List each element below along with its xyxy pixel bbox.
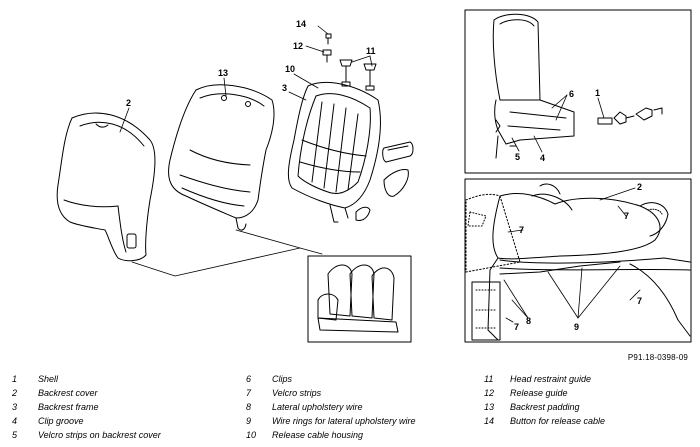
callout-inset-top: 5 [515, 152, 520, 162]
callout-main: 14 [296, 19, 306, 29]
legend-number: 6 [246, 374, 252, 384]
callout-main: 12 [293, 41, 303, 51]
top-inset-leader-lines [511, 94, 605, 153]
legend-column-3: 11 Head restraint guide 12 Release guide 1… [484, 372, 605, 428]
legend-column-2: 6 Clips 7 Velcro strips 8 Lateral upholster… [246, 372, 415, 442]
callout-inset-top: 6 [569, 89, 574, 99]
legend-description: Head restraint guide [510, 374, 592, 384]
callout-labels: 2 13 3 10 14 12 11 6 1 5 4 2 7 7 7 7 8 9 [126, 19, 642, 332]
legend-item: 5 Velcro strips on backrest cover [12, 428, 161, 442]
legend-description: Backrest padding [510, 402, 580, 412]
legend-number: 1 [12, 374, 18, 384]
callout-inset-bottom: 7 [637, 296, 642, 306]
legend-item: 1 Shell [12, 372, 161, 386]
callout-inset-bottom: 2 [637, 182, 642, 192]
legend-number: 4 [12, 416, 18, 426]
callout-inset-bottom: 7 [519, 225, 524, 235]
velcro-wire-detail-inset [464, 178, 692, 343]
legend-item: 10 Release cable housing [246, 428, 415, 442]
backrest-cover-part [56, 112, 156, 262]
legend-number: 10 [246, 430, 257, 440]
bottom-inset-leader-lines [503, 187, 641, 323]
callout-main: 3 [282, 83, 287, 93]
legend-number: 12 [484, 388, 495, 398]
legend-description: Lateral upholstery wire [272, 402, 363, 412]
legend-item: 4 Clip groove [12, 414, 161, 428]
legend-description: Clips [272, 374, 293, 384]
legend-number: 2 [12, 388, 18, 398]
legend-description: Velcro strips on backrest cover [38, 430, 161, 440]
legend-description: Backrest frame [38, 402, 99, 412]
legend-description: Clip groove [38, 416, 84, 426]
legend-item: 12 Release guide [484, 386, 605, 400]
legend-column-1: 1 Shell 2 Backrest cover 3 Backrest frame 4… [12, 372, 161, 442]
seat-location-inset [307, 255, 412, 343]
inset-pointer-lines [131, 229, 323, 277]
legend-item: 8 Lateral upholstery wire [246, 400, 415, 414]
legend-item: 13 Backrest padding [484, 400, 605, 414]
legend-description: Velcro strips [272, 388, 322, 398]
reference-code: P91.18-0398-09 [627, 353, 688, 362]
legend-number: 9 [246, 416, 252, 426]
head-restraint-detail-inset [464, 9, 692, 174]
legend-item: 2 Backrest cover [12, 386, 161, 400]
legend-item: 9 Wire rings for lateral upholstery wire [246, 414, 415, 428]
callout-inset-bottom: 8 [526, 316, 531, 326]
release-cable-housing-part [355, 141, 414, 221]
legend-description: Backrest cover [38, 388, 98, 398]
legend-item: 11 Head restraint guide [484, 372, 605, 386]
legend-description: Shell [38, 374, 59, 384]
legend-number: 7 [246, 388, 252, 398]
head-restraint-guides-part [322, 33, 377, 91]
callout-main: 10 [285, 64, 295, 74]
legend-description: Wire rings for lateral upholstery wire [272, 416, 416, 426]
legend-number: 14 [484, 416, 495, 426]
legend-number: 13 [484, 402, 495, 412]
parts-legend: 1 Shell 2 Backrest cover 3 Backrest frame 4… [0, 372, 700, 444]
callout-main: 2 [126, 98, 131, 108]
legend-number: 8 [246, 402, 252, 412]
legend-description: Release guide [510, 388, 568, 398]
exploded-seat-diagram: 2 13 3 10 14 12 11 6 1 5 4 2 7 7 7 7 8 9 [56, 9, 692, 343]
callout-inset-bottom: 9 [574, 322, 579, 332]
callout-main: 13 [218, 68, 228, 78]
legend-item: 6 Clips [246, 372, 415, 386]
main-leader-lines [119, 25, 373, 133]
legend-number: 3 [12, 402, 18, 412]
legend-number: 11 [484, 374, 494, 384]
backrest-frame-part [287, 82, 381, 223]
legend-item: 3 Backrest frame [12, 400, 161, 414]
legend-item: 7 Velcro strips [246, 386, 415, 400]
legend-number: 5 [12, 430, 18, 440]
callout-inset-top: 1 [595, 88, 600, 98]
legend-item: 14 Button for release cable [484, 414, 605, 428]
legend-description: Button for release cable [510, 416, 606, 426]
callout-main: 11 [366, 46, 376, 56]
callout-inset-bottom: 7 [514, 322, 519, 332]
legend-description: Release cable housing [272, 430, 364, 440]
backrest-padding-part [168, 84, 275, 231]
callout-inset-bottom: 7 [624, 211, 629, 221]
callout-inset-top: 4 [540, 153, 545, 163]
